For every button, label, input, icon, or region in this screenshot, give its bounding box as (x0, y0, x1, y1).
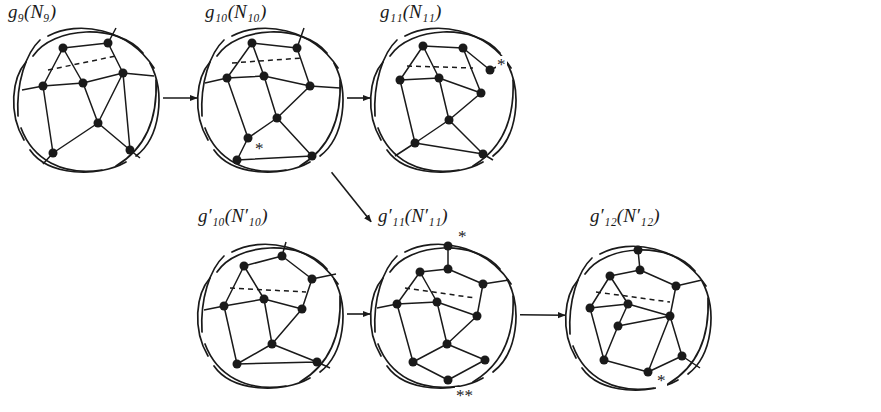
knot-graph-figure: g′₁₁(N′₁₁) (373, 206, 517, 386)
figure-label: g₉(N₉) (8, 2, 56, 23)
knot-graph-figure: g₁₁(N₁₁) (373, 2, 517, 170)
vertex-marker: * (496, 56, 507, 73)
transition-arrow (520, 314, 565, 316)
knot-graph-figure: g′₁₂(N′₁₂) (568, 206, 712, 388)
knot-graph-figure: g′₁₀(N′₁₀) (198, 206, 344, 386)
figure-label: g′₁₀(N′₁₀) (198, 206, 268, 227)
transition-arrow (163, 97, 197, 99)
transition-arrow (332, 172, 372, 221)
knot-figure (566, 246, 711, 391)
knot-graph-figure: g₁₀(N₁₀) (200, 2, 344, 170)
figure-label: g′₁₁(N′₁₁) (378, 206, 448, 227)
knot-figure (198, 242, 343, 388)
transition-arrow (347, 97, 370, 99)
vertex-marker: * (254, 140, 265, 157)
transition-arrow (347, 313, 370, 315)
figure-label: g′₁₂(N′₁₂) (590, 206, 660, 227)
knot-figure (14, 28, 159, 172)
knot-figure (198, 28, 343, 172)
figure-label: g₁₀(N₁₀) (205, 2, 266, 23)
vertex-marker: ** (455, 387, 474, 404)
vertex-marker: * (457, 228, 468, 245)
knot-figure (371, 28, 516, 172)
figure-label: g₁₁(N₁₁) (380, 2, 441, 23)
knot-figure (371, 242, 516, 389)
vertex-marker: * (656, 372, 667, 389)
knot-graph-figure: g₉(N₉) (8, 2, 160, 170)
